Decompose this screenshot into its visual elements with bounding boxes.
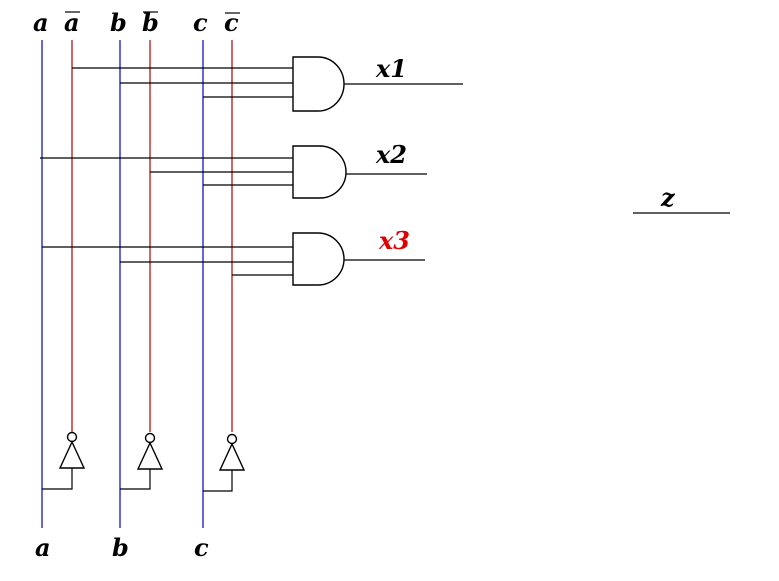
and-gate-2	[292, 145, 347, 199]
input-label-b-bar: b	[142, 8, 159, 37]
output-label-x2: x2	[375, 140, 407, 169]
input-label-b: b	[110, 8, 127, 37]
input-label-a-bar: a	[64, 8, 80, 37]
input-label-c: c	[193, 8, 208, 37]
inverter-a	[42, 431, 86, 490]
inverter-c	[203, 433, 246, 492]
and-gate-1	[292, 56, 345, 112]
and-gate-3	[292, 232, 345, 286]
bottom-label-c: c	[194, 533, 209, 562]
inverter-b	[120, 432, 164, 490]
output-label-x1: x1	[375, 54, 407, 83]
output-label-x3: x3	[378, 226, 410, 255]
input-label-a: a	[33, 8, 49, 37]
bottom-label-a: a	[35, 533, 51, 562]
bottom-label-b: b	[112, 533, 129, 562]
input-label-c-bar: c	[224, 8, 239, 37]
final-output-label-z: z	[660, 183, 676, 212]
